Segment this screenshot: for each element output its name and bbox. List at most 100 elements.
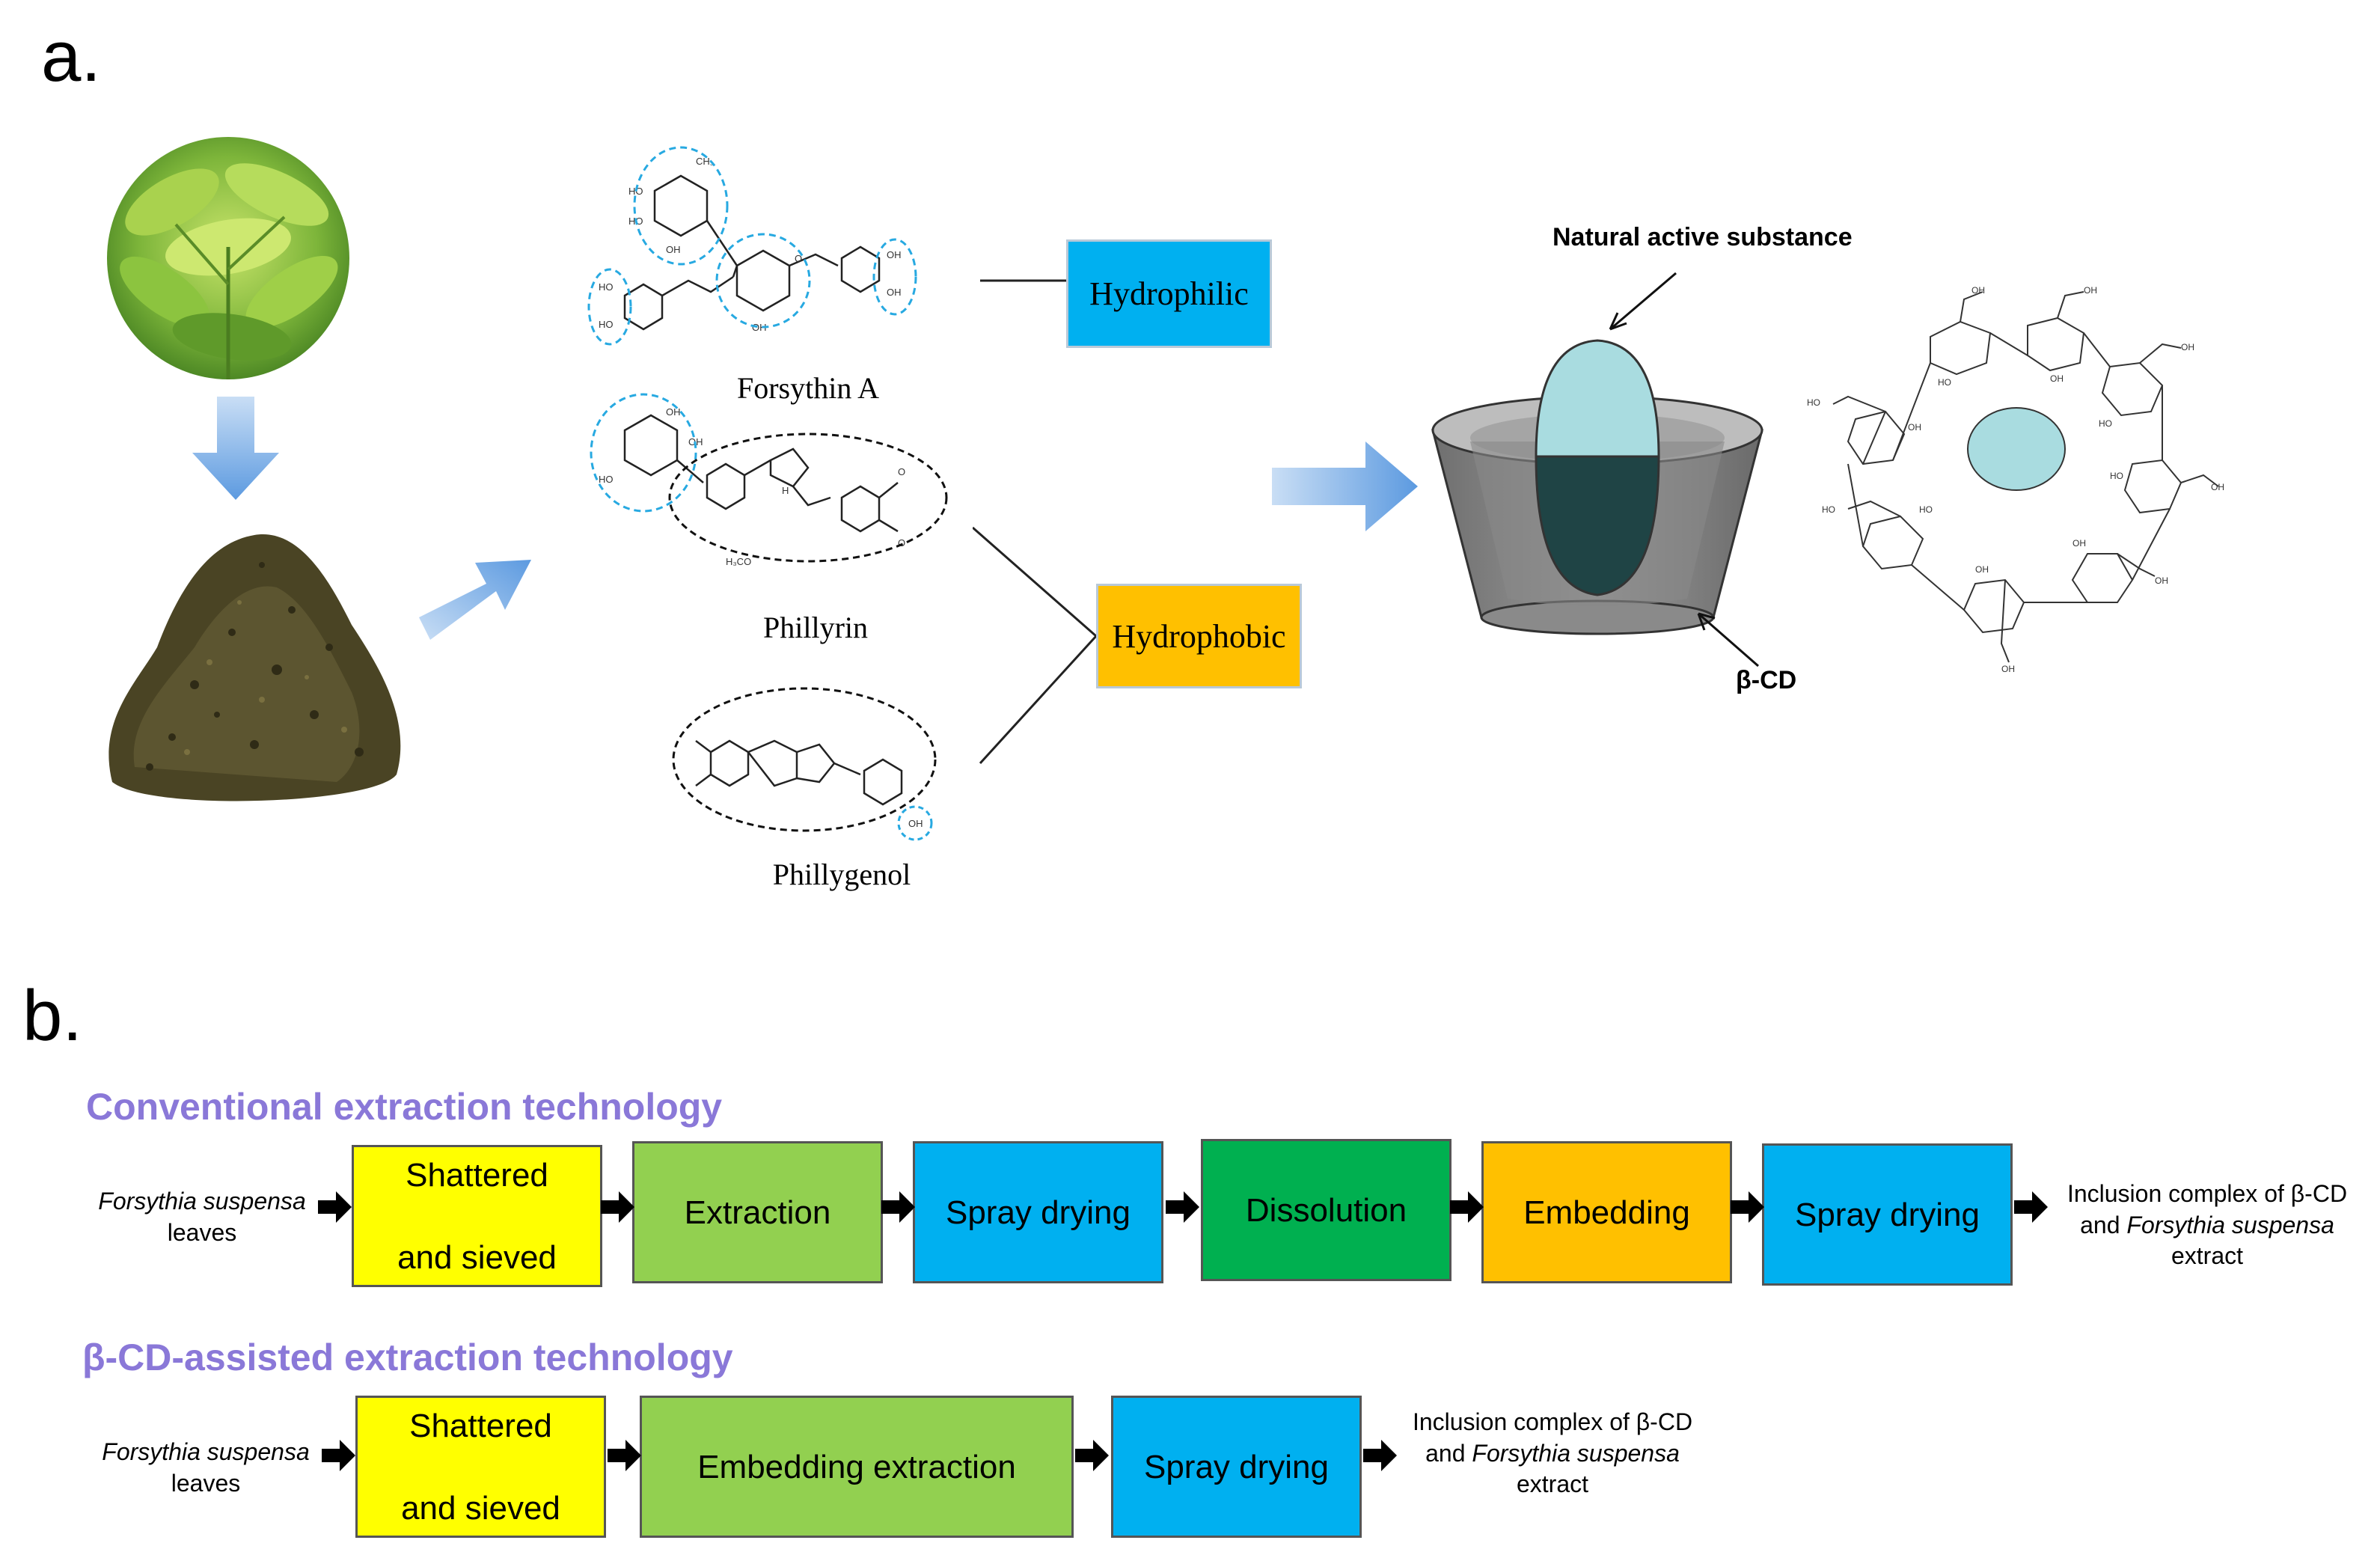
- atom-label: O: [898, 466, 905, 477]
- flow-arrow-icon: [881, 1191, 915, 1223]
- beta-cd-step-1: Shattered and sieved: [355, 1396, 606, 1538]
- step-label: Embedding extraction: [697, 1448, 1016, 1485]
- flow-arrow-icon: [1075, 1440, 1109, 1471]
- atom-label: OH: [2001, 664, 2015, 673]
- beta-cd-output-label: Inclusion complex of β-CD and Forsythia …: [1392, 1407, 1713, 1500]
- step-label: and sieved: [401, 1489, 560, 1527]
- conventional-title: Conventional extraction technology: [86, 1086, 723, 1128]
- flow-arrow-icon: [318, 1191, 352, 1223]
- flow-arrow-icon: [322, 1440, 355, 1471]
- output-line2-plain: and: [2080, 1211, 2120, 1238]
- atom-label: OH: [752, 322, 767, 333]
- atom-label: OH: [887, 249, 902, 260]
- flow-arrow-icon: [1450, 1191, 1484, 1223]
- phillyrin-structure: OH OH HO H H₃CO O O: [590, 393, 948, 567]
- conventional-step-2: Extraction: [632, 1141, 883, 1283]
- callout-arrow-icon: [1609, 272, 1677, 331]
- atom-label: H: [782, 485, 789, 496]
- species-name: Forsythia suspensa: [102, 1438, 310, 1465]
- flow-arrow-icon: [2014, 1191, 2048, 1223]
- beta-cd-cup: [1431, 339, 1763, 635]
- atom-label: HO: [1938, 377, 1951, 388]
- atom-label: OH: [2050, 373, 2064, 384]
- atom-label: OH: [2072, 538, 2086, 549]
- atom-label: OH: [1908, 422, 1921, 433]
- conventional-input-label: Forsythia suspensa leaves: [82, 1186, 322, 1248]
- atom-label: OH: [908, 818, 923, 829]
- conventional-step-4: Dissolution: [1201, 1139, 1451, 1281]
- atom-label: OH: [1971, 285, 1985, 296]
- natural-active-substance-label: Natural active substance: [1552, 223, 1853, 251]
- step-label: Extraction: [684, 1194, 831, 1231]
- right-arrow-icon: [1272, 442, 1418, 531]
- step-label: Embedding: [1523, 1194, 1690, 1231]
- beta-cd-assisted-title: β-CD-assisted extraction technology: [82, 1336, 733, 1378]
- forsythin-a-structure: HO HO HO HO CH₃ OH OH O OH OH: [587, 146, 917, 346]
- step-label: and sieved: [397, 1238, 557, 1276]
- conventional-step-6: Spray drying: [1762, 1143, 2013, 1286]
- species-name: Forsythia suspensa: [1472, 1439, 1680, 1467]
- atom-label: HO: [1822, 504, 1835, 515]
- atom-label: HO: [599, 474, 614, 485]
- step-label: Spray drying: [1143, 1448, 1329, 1485]
- atom-label: OH: [666, 406, 681, 418]
- output-line1: Inclusion complex of β-CD: [1412, 1408, 1693, 1435]
- conventional-step-3: Spray drying: [913, 1141, 1163, 1283]
- beta-cd-ring-structure: OH OH OH OH OH OH HO HO HO OH HO HO OH O…: [1807, 285, 2224, 673]
- atom-label: OH: [2155, 575, 2168, 586]
- atom-label: O: [795, 253, 802, 264]
- species-name: Forsythia suspensa: [2126, 1211, 2334, 1238]
- hydrophilic-box: Hydrophilic: [1066, 239, 1272, 348]
- step-label: Shattered: [409, 1407, 552, 1444]
- input-material: leaves: [167, 1218, 237, 1246]
- forsythia-plant-photo: [107, 137, 349, 379]
- conventional-step-5: Embedding: [1481, 1141, 1732, 1283]
- callout-arrow-icon: [1697, 612, 1759, 668]
- flow-arrow-icon: [1363, 1440, 1397, 1471]
- panel-b-label: b.: [22, 976, 83, 1056]
- diagonal-arrow-icon: [419, 560, 531, 640]
- output-line3: extract: [1516, 1470, 1589, 1498]
- atom-label: OH: [1975, 564, 1989, 575]
- flow-arrow-icon: [1166, 1191, 1199, 1223]
- input-material: leaves: [171, 1469, 241, 1497]
- atom-label: OH: [2084, 285, 2097, 296]
- hydrophilic-connector: [980, 279, 1070, 282]
- hydrophobic-box: Hydrophobic: [1096, 584, 1302, 688]
- dried-leaves-pile: [108, 534, 401, 801]
- phillyrin-name: Phillyrin: [762, 611, 869, 644]
- phillygenol-structure: OH: [672, 687, 937, 841]
- flow-arrow-icon: [608, 1440, 641, 1471]
- beta-cd-step-3: Spray drying: [1111, 1396, 1362, 1538]
- panel-a-label: a.: [41, 16, 102, 97]
- flow-arrow-icon: [601, 1191, 634, 1223]
- species-name: Forsythia suspensa: [98, 1188, 306, 1215]
- hydrophobic-connector: [973, 526, 1098, 765]
- conventional-output-label: Inclusion complex of β-CD and Forsythia …: [2046, 1179, 2368, 1272]
- flow-arrow-icon: [1731, 1191, 1764, 1223]
- atom-label: H₃CO: [726, 556, 751, 567]
- atom-label: OH: [2181, 342, 2194, 352]
- down-arrow-icon: [192, 397, 279, 500]
- beta-cd-step-2: Embedding extraction: [640, 1396, 1074, 1538]
- atom-label: HO: [1807, 397, 1820, 408]
- atom-label: OH: [666, 244, 681, 255]
- step-label: Dissolution: [1245, 1191, 1407, 1229]
- output-line2-plain: and: [1425, 1439, 1466, 1467]
- beta-cd-input-label: Forsythia suspensa leaves: [86, 1437, 325, 1499]
- output-line1: Inclusion complex of β-CD: [2067, 1180, 2348, 1207]
- atom-label: CH₃: [696, 156, 714, 167]
- phillygenol-name: Phillygenol: [772, 858, 911, 891]
- atom-label: HO: [599, 319, 614, 330]
- beta-cd-label: β-CD: [1736, 666, 1797, 694]
- step-label: Spray drying: [1794, 1196, 1980, 1233]
- output-line3: extract: [2171, 1242, 2244, 1270]
- atom-label: OH: [2211, 482, 2224, 492]
- atom-label: HO: [2110, 471, 2123, 481]
- atom-label: HO: [628, 186, 643, 197]
- atom-label: HO: [1919, 504, 1933, 515]
- atom-label: O: [898, 537, 905, 549]
- step-label: Spray drying: [945, 1194, 1131, 1231]
- forsythin-a-name: Forsythin A: [736, 371, 880, 405]
